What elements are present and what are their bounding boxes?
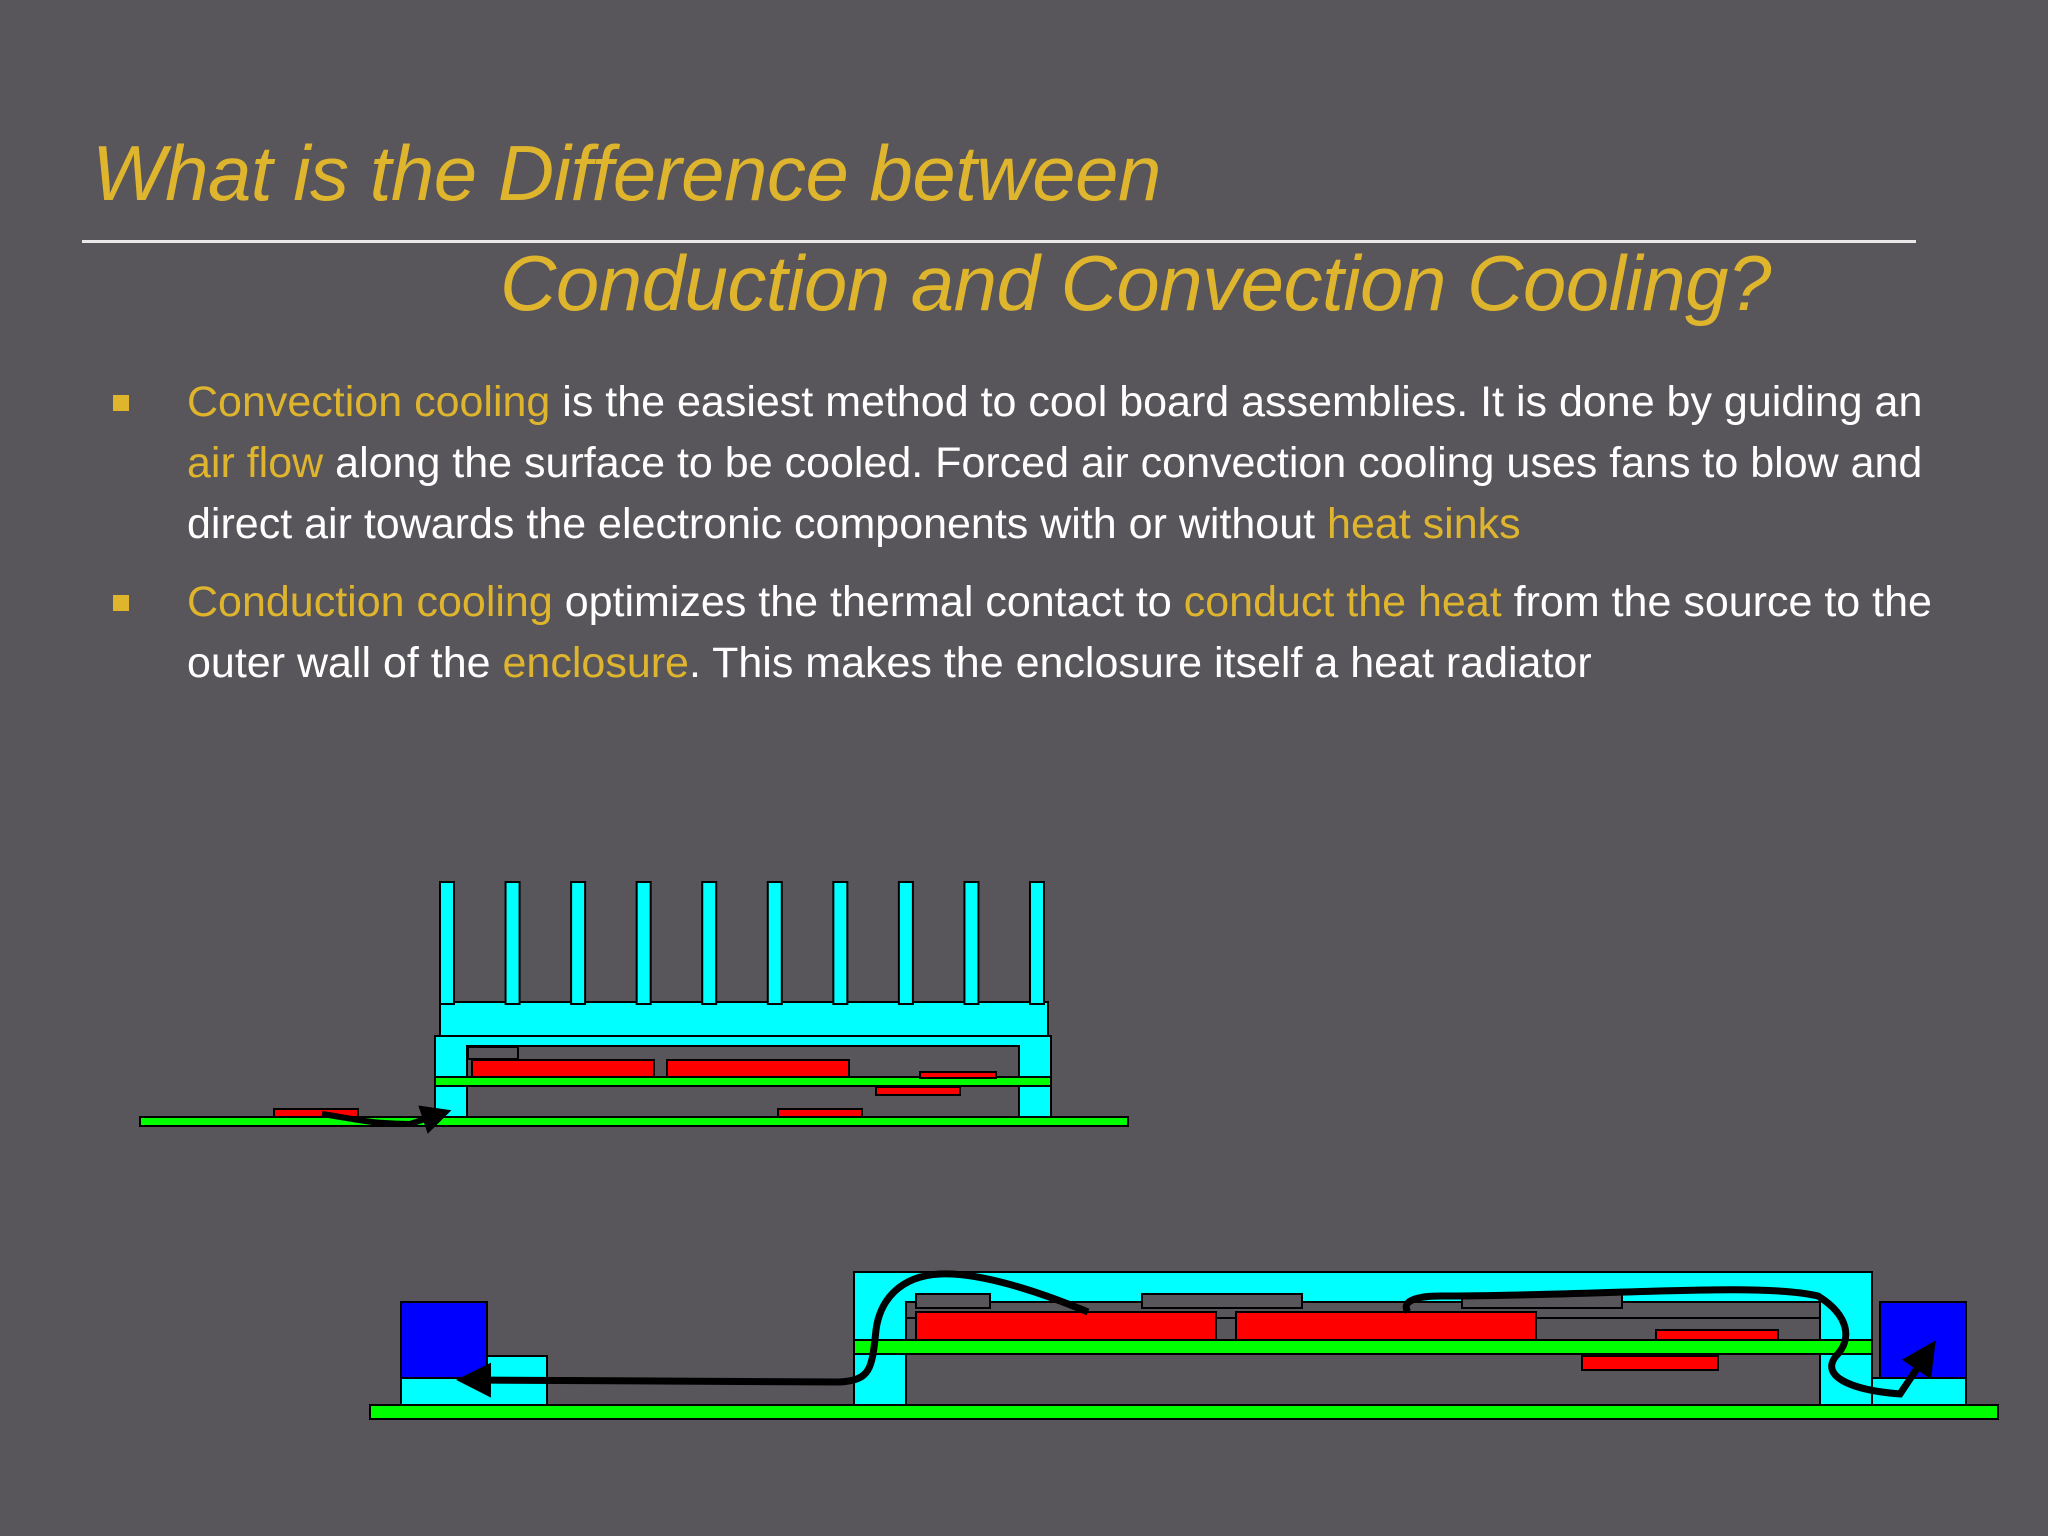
bullet-text: Convection cooling is the easiest method… — [187, 378, 1922, 548]
gap-pad — [1141, 1293, 1303, 1309]
heatsink-fin — [635, 881, 652, 1005]
component — [666, 1059, 850, 1078]
mezzanine-pcb — [434, 1076, 1052, 1087]
wedge-lock-right — [1879, 1301, 1967, 1379]
highlight-term: conduct the heat — [1183, 578, 1502, 626]
heat-path-arrow-right-icon — [1402, 1286, 1936, 1398]
bullet-text-run: optimizes the thermal contact to — [552, 578, 1184, 626]
heatsink-base — [439, 1001, 1049, 1037]
component — [471, 1059, 655, 1078]
convection-cooling-diagram — [139, 881, 1129, 1134]
highlight-term: air flow — [187, 439, 324, 487]
heatsink-fin — [570, 881, 587, 1005]
component — [919, 1071, 997, 1079]
bullet-text-run: from the source to the outer wall of the — [187, 578, 1932, 687]
bullet-text-run: along the surface to be cooled. Forced a… — [187, 439, 1923, 548]
heat-path-arrow-left-icon — [456, 1270, 1090, 1398]
heatsink-fin — [766, 881, 783, 1005]
board-pcb — [853, 1339, 1873, 1355]
heatsink-fin — [701, 881, 718, 1005]
component — [875, 1086, 961, 1096]
component — [777, 1108, 863, 1118]
heatsink-fin — [1029, 881, 1045, 1005]
highlight-term: Conduction cooling — [187, 578, 553, 626]
highlight-term: Convection cooling — [187, 378, 551, 426]
title-divider — [82, 240, 1916, 243]
component — [1235, 1311, 1537, 1341]
highlight-term: heat sinks — [1327, 500, 1521, 548]
bullet-text: Conduction cooling optimizes the thermal… — [187, 578, 1932, 687]
component — [273, 1108, 359, 1118]
component — [915, 1311, 1217, 1341]
chassis-base-pcb — [369, 1404, 1999, 1420]
heatsink-fin — [963, 881, 980, 1005]
bullet-text-run: . This makes the enclosure itself a heat… — [688, 639, 1592, 687]
heatsink-fins — [439, 881, 1045, 1005]
heatsink-fin — [504, 881, 521, 1005]
component — [1655, 1329, 1779, 1341]
wedge-lock-left — [400, 1301, 488, 1379]
airflow-arrow-icon — [321, 1105, 452, 1134]
bullet-text-run: is the easiest method to cool board asse… — [550, 378, 1923, 426]
bullet-conduction: Conduction cooling optimizes the thermal… — [110, 572, 1940, 694]
bullet-convection: Convection cooling is the easiest method… — [110, 372, 1940, 555]
carrier-pcb — [139, 1116, 1129, 1127]
rail-left-step — [486, 1355, 548, 1379]
bullet-marker-icon — [113, 595, 129, 611]
bullet-list: Convection cooling is the easiest method… — [110, 372, 1940, 711]
heatsink-fin — [897, 881, 914, 1005]
heatsink-fin — [439, 881, 455, 1005]
heatsink-cavity-pad — [467, 1046, 519, 1060]
gap-pad — [915, 1293, 991, 1309]
bullet-marker-icon — [113, 395, 129, 411]
conduction-cooling-diagram — [369, 1270, 1999, 1420]
heatsink-fin — [832, 881, 849, 1005]
highlight-term: enclosure — [502, 639, 689, 687]
slide-title-line-2: Conduction and Convection Cooling? — [500, 239, 1771, 327]
slide-title-line-1: What is the Difference between — [92, 129, 1161, 217]
component — [1581, 1355, 1719, 1371]
